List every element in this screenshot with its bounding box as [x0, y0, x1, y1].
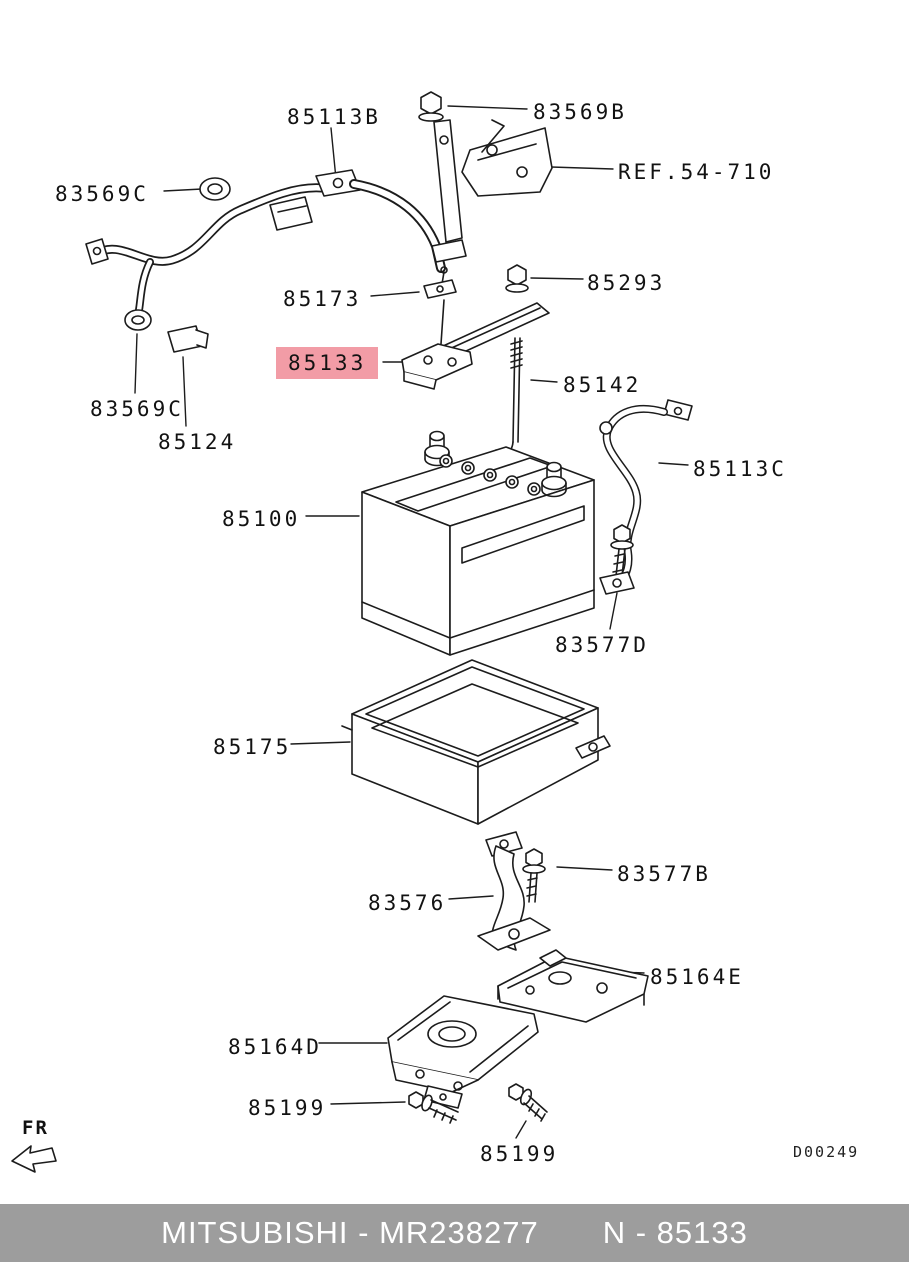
part-label-85164e[interactable]: 85164E: [650, 965, 744, 989]
clamp-85173: [423, 266, 457, 345]
part-label-85175[interactable]: 85175: [213, 735, 292, 759]
part-label-85100[interactable]: 85100: [222, 507, 301, 531]
bolt-83577d: [599, 524, 635, 595]
part-label-ref-54-710[interactable]: REF.54-710: [618, 160, 775, 184]
part-label-83569c-top[interactable]: 83569C: [55, 182, 149, 206]
bracket-85164d: [387, 995, 539, 1109]
battery-vent-caps: [439, 454, 541, 496]
footer-brand-part: MITSUBISHI - MR238277: [161, 1215, 539, 1250]
cable-85113c: [599, 399, 693, 595]
part-label-85113b[interactable]: 85113B: [287, 105, 381, 129]
part-label-85133-highlighted[interactable]: 85133: [276, 347, 379, 380]
part-label-85164d[interactable]: 85164D: [228, 1035, 322, 1059]
battery-85100: [361, 430, 595, 656]
fr-label: FR: [22, 1117, 49, 1139]
part-label-85142[interactable]: 85142: [563, 373, 642, 397]
part-label-83569b[interactable]: 83569B: [533, 100, 627, 124]
part-label-85293[interactable]: 85293: [587, 271, 666, 295]
battery-terminal-right: [541, 461, 567, 498]
part-label-83577b[interactable]: 83577B: [617, 862, 711, 886]
battery-cable-85113b: [315, 169, 446, 273]
drawing-code: D00249: [793, 1143, 860, 1161]
cable-connector: [269, 196, 313, 231]
part-label-85173[interactable]: 85173: [283, 287, 362, 311]
bracket-85164e: [497, 949, 649, 1023]
part-label-83577d[interactable]: 83577D: [555, 633, 649, 657]
nut-83569b: [420, 91, 442, 115]
bracket-83576: [477, 831, 551, 951]
fr-direction-arrow: [11, 1145, 57, 1173]
harness-cable-assembly: [85, 177, 327, 353]
part-label-85199-left[interactable]: 85199: [248, 1096, 327, 1120]
footer-part-number: N - 85133: [602, 1215, 748, 1250]
grommet-83569c-lower: [124, 309, 152, 331]
grommet-83569c-top: [199, 177, 231, 201]
nut-85293: [505, 264, 529, 293]
bracket-ref-54-710: [418, 91, 553, 263]
rod-85142: [495, 337, 523, 455]
part-label-83576[interactable]: 83576: [368, 891, 447, 915]
part-label-85199-bottom[interactable]: 85199: [480, 1142, 559, 1166]
battery-tray-85175: [341, 659, 611, 825]
part-label-85124[interactable]: 85124: [158, 430, 237, 454]
bolt-83577b: [522, 848, 546, 903]
bolt-85199-left: [408, 1091, 459, 1124]
part-label-83569c-lower[interactable]: 83569C: [90, 397, 184, 421]
bolt-85199-right: [508, 1083, 548, 1122]
footer-bar: MITSUBISHI - MR238277 N - 85133: [0, 1204, 909, 1262]
holddown-frame: [401, 302, 550, 455]
part-label-85113c[interactable]: 85113C: [693, 457, 787, 481]
